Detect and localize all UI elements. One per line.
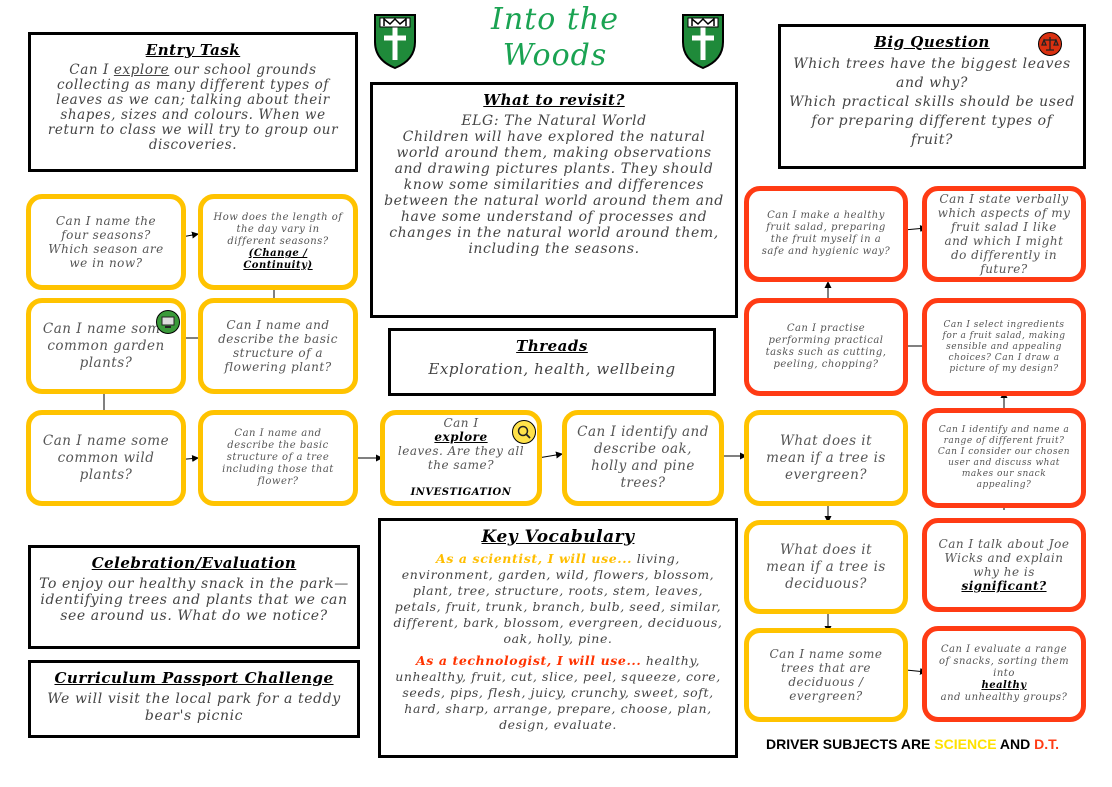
passport-text: We will visit the local park for a teddy… — [47, 691, 341, 724]
node-state-verbally: Can I state verbally which aspects of my… — [922, 186, 1086, 282]
node-make-salad: Can I make a healthy fruit salad, prepar… — [744, 186, 908, 282]
threads-heading: Threads — [516, 337, 588, 355]
school-crest-icon — [372, 12, 418, 70]
big-question-panel: Big Question Which trees have the bigges… — [778, 24, 1086, 169]
vocabulary-science: As a scientist, I will use... living, en… — [393, 551, 723, 646]
big-question-science: Which trees have the biggest leaves and … — [793, 56, 1071, 91]
entry-task-heading: Entry Task — [145, 41, 241, 59]
node-explore-leaves: Can I explore leaves. Are they all the s… — [380, 410, 542, 506]
threads-text: Exploration, health, wellbeing — [428, 360, 676, 378]
celebration-text: To enjoy our healthy snack in the park—i… — [39, 576, 349, 624]
entry-task-panel: Entry Task Can I explore our school grou… — [28, 32, 358, 172]
vocabulary-technology: As a technologist, I will use... healthy… — [395, 653, 721, 732]
revisit-subheading: ELG: The Natural World — [461, 113, 647, 129]
page-title: Into the Woods — [491, 2, 619, 73]
node-identify-trees: Can I identify and describe oak, holly a… — [562, 410, 724, 506]
revisit-text: Children will have explored the natural … — [384, 129, 724, 257]
node-joe-wicks: Can I talk about Joe Wicks and explain w… — [922, 518, 1086, 612]
vocabulary-heading: Key Vocabulary — [481, 527, 635, 547]
passport-heading: Curriculum Passport Challenge — [54, 669, 334, 687]
node-deciduous: What does it mean if a tree is deciduous… — [744, 520, 908, 614]
threads-panel: Threads Exploration, health, wellbeing — [388, 328, 716, 396]
node-evaluate-snacks: Can I evaluate a range of snacks, sortin… — [922, 626, 1086, 722]
node-select-ingredients: Can I select ingredients for a fruit sal… — [922, 298, 1086, 396]
revisit-heading: What to revisit? — [483, 91, 625, 109]
node-day-length: How does the length of the day vary in d… — [198, 194, 358, 290]
big-question-dt: Which practical skills should be used fo… — [789, 94, 1075, 148]
celebration-panel: Celebration/Evaluation To enjoy our heal… — [28, 545, 360, 649]
node-flowering-plant: Can I name and describe the basic struct… — [198, 298, 358, 394]
big-question-heading: Big Question — [874, 33, 990, 51]
node-evergreen: What does it mean if a tree is evergreen… — [744, 410, 908, 506]
school-crest-icon — [680, 12, 726, 70]
computer-icon — [156, 310, 180, 334]
node-name-deciduous: Can I name some trees that are deciduous… — [744, 628, 908, 722]
node-tree-structure: Can I name and describe the basic struct… — [198, 410, 358, 506]
entry-task-text: Can I explore our school grounds collect… — [47, 62, 339, 153]
driver-subjects: DRIVER SUBJECTS ARE SCIENCE AND D.T. — [766, 736, 1060, 752]
node-identify-fruit: Can I identify and name a range of diffe… — [922, 408, 1086, 508]
node-practise-skills: Can I practise performing practical task… — [744, 298, 908, 396]
passport-panel: Curriculum Passport Challenge We will vi… — [28, 660, 360, 738]
magnifier-icon — [512, 420, 536, 444]
node-seasons: Can I name the four seasons? Which seaso… — [26, 194, 186, 290]
node-wild-plants: Can I name some common wild plants? — [26, 410, 186, 506]
revisit-panel: What to revisit? ELG: The Natural World … — [370, 82, 738, 318]
vocabulary-panel: Key Vocabulary As a scientist, I will us… — [378, 518, 738, 758]
scales-icon — [1038, 32, 1062, 56]
celebration-heading: Celebration/Evaluation — [91, 554, 297, 572]
